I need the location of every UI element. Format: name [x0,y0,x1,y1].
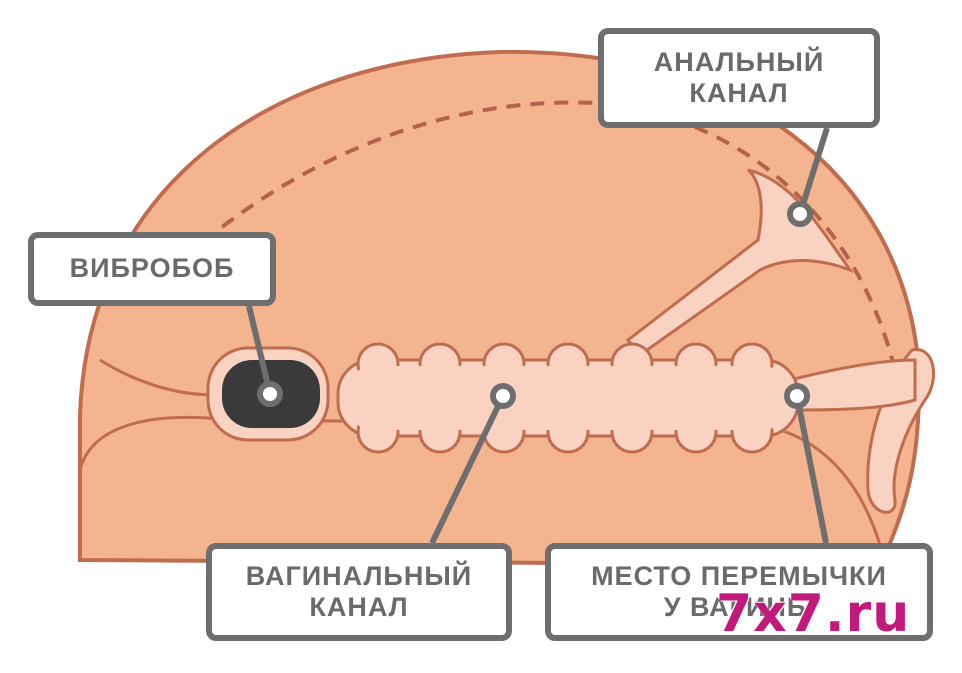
label-vaginal-canal-line2: КАНАЛ [309,592,409,622]
label-vaginal-canal: ВАГИНАЛЬНЫЙ КАНАЛ [206,543,512,641]
marker-bridge [784,383,810,409]
right-end-tab [866,348,936,514]
label-vibro-bullet-text: ВИБРОБОБ [69,253,235,284]
leader-vaginal [429,394,506,545]
label-bridge-line1: МЕСТО ПЕРЕМЫЧКИ [591,560,887,591]
label-vaginal-canal-line1: ВАГИНАЛЬНЫЙ [245,560,473,591]
marker-vaginal [490,383,516,409]
label-anal-canal-line1: АНАЛЬНЫЙ [653,46,825,77]
upper-contour [99,358,216,397]
marker-anal [787,201,813,227]
toy-body [78,49,921,568]
vaginal-canal-shape [336,342,800,454]
watermark-logo: 7x7.ru [716,584,911,644]
label-anal-canal: АНАЛЬНЫЙ КАНАЛ [598,28,880,128]
canal-ribs [344,342,792,454]
marker-vibro [257,381,283,407]
label-bridge-line2: У ВАГИНЫ [663,592,815,622]
canal-inner-fill [344,366,792,430]
leader-bridge [794,395,829,544]
label-anal-canal-line2: КАНАЛ [689,78,789,108]
label-bridge: МЕСТО ПЕРЕМЫЧКИ У ВАГИНЫ [545,543,933,641]
leader-vibro [246,305,273,395]
leader-anal [797,127,830,215]
label-vibro-bullet: ВИБРОБОБ [28,232,276,306]
canal-exit [788,358,917,412]
